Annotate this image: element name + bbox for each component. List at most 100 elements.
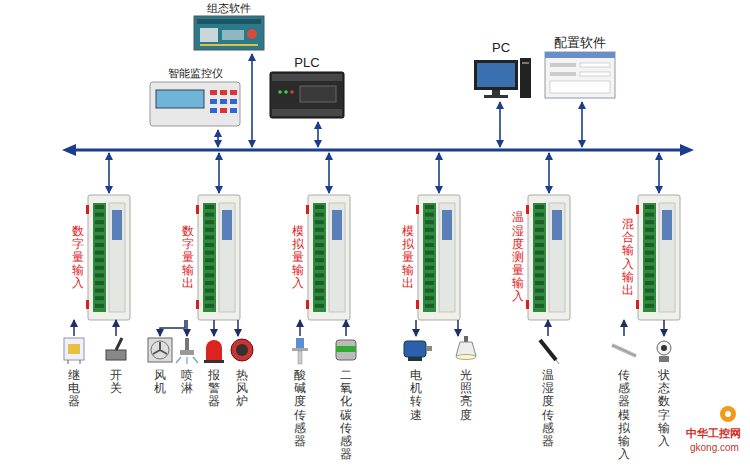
art-rect bbox=[535, 273, 544, 277]
art-rect bbox=[425, 205, 434, 209]
art-rect bbox=[194, 16, 264, 50]
art-rect bbox=[203, 203, 216, 312]
art-rect bbox=[404, 341, 426, 357]
ph-sensor-icon bbox=[292, 338, 308, 364]
art-rect bbox=[296, 338, 304, 348]
io-module-box: 温湿度测量输入 bbox=[511, 195, 570, 320]
art-ellipse bbox=[456, 355, 476, 360]
io-module-box: 数字量输出 bbox=[181, 195, 240, 320]
art-rect bbox=[535, 228, 544, 232]
art-rect bbox=[425, 258, 434, 262]
art-rect bbox=[222, 30, 244, 40]
art-line bbox=[548, 153, 550, 193]
device-box: 智能监控仪 bbox=[148, 66, 242, 128]
art-rect bbox=[300, 86, 336, 102]
io-module bbox=[636, 195, 680, 320]
art-rect bbox=[196, 205, 199, 214]
art-rect bbox=[205, 228, 214, 232]
signal-arrow bbox=[415, 320, 417, 336]
art-rect bbox=[418, 195, 460, 320]
art-rect bbox=[315, 266, 324, 270]
art-rect bbox=[332, 210, 342, 240]
art-circle bbox=[278, 90, 282, 94]
device-label: 配置软件 bbox=[554, 34, 606, 52]
art-rect bbox=[645, 296, 654, 300]
art-rect bbox=[535, 258, 544, 262]
field-device: 风机 bbox=[147, 336, 173, 397]
th-sensor-icon bbox=[540, 340, 559, 364]
art-rect bbox=[205, 281, 214, 285]
art-rect bbox=[550, 72, 576, 76]
art-rect bbox=[535, 220, 544, 224]
art-rect bbox=[425, 304, 434, 308]
art-rect bbox=[230, 90, 237, 95]
art-rect bbox=[645, 213, 654, 217]
art-rect bbox=[210, 99, 217, 104]
signal-arrow bbox=[345, 320, 347, 336]
art-line bbox=[540, 340, 556, 360]
art-path bbox=[176, 357, 198, 364]
signal-arrow bbox=[73, 320, 75, 336]
art-rect bbox=[298, 351, 302, 364]
art-rect bbox=[549, 203, 565, 312]
art-rect bbox=[95, 273, 104, 277]
art-rect bbox=[112, 210, 122, 240]
field-device: 酸碱度传感器 bbox=[287, 336, 313, 450]
bus bbox=[62, 144, 694, 156]
alarm-icon bbox=[204, 340, 224, 363]
art-rect bbox=[220, 90, 227, 95]
art-rect bbox=[95, 205, 104, 209]
art-rect bbox=[200, 28, 218, 42]
art-rect bbox=[535, 251, 544, 255]
art-rect bbox=[315, 281, 324, 285]
art-line bbox=[200, 44, 258, 46]
art-rect bbox=[329, 203, 345, 312]
art-rect bbox=[423, 203, 436, 312]
art-rect bbox=[545, 52, 615, 58]
art-line bbox=[317, 122, 319, 147]
art-rect bbox=[196, 300, 199, 309]
art-rect bbox=[313, 203, 326, 312]
art-rect bbox=[205, 266, 214, 270]
device-box: 配置软件 bbox=[543, 34, 617, 100]
art-rect bbox=[219, 203, 235, 312]
art-line bbox=[72, 149, 684, 152]
art-rect bbox=[535, 235, 544, 239]
signal-arrow bbox=[547, 320, 549, 336]
art-rect bbox=[205, 220, 214, 224]
art-rect bbox=[535, 266, 544, 270]
art-circle bbox=[151, 341, 169, 359]
art-line bbox=[612, 345, 636, 356]
art-line bbox=[438, 153, 440, 193]
art-rect bbox=[638, 195, 680, 320]
io-module bbox=[526, 195, 570, 320]
art-rect bbox=[645, 304, 654, 308]
art-rect bbox=[222, 210, 232, 240]
art-rect bbox=[86, 205, 89, 214]
art-circle bbox=[290, 90, 294, 94]
device-label: PLC bbox=[294, 55, 319, 70]
io-modules bbox=[86, 195, 680, 320]
module-label: 模拟量输入 bbox=[292, 225, 304, 291]
art-rect bbox=[645, 205, 654, 209]
device-box: PC bbox=[470, 40, 532, 100]
art-rect bbox=[408, 357, 422, 361]
signal-arrow bbox=[299, 320, 301, 336]
plc-unit bbox=[270, 72, 344, 118]
art-rect bbox=[205, 304, 214, 308]
art-rect bbox=[416, 300, 419, 309]
art-line bbox=[251, 54, 253, 147]
art-rect bbox=[272, 74, 342, 81]
pc-computer bbox=[474, 58, 531, 98]
device-label: 酸碱度传感器 bbox=[294, 369, 306, 448]
signal-arrow bbox=[457, 320, 459, 336]
signal-arrow bbox=[213, 320, 215, 336]
art-rect bbox=[526, 205, 529, 214]
fan-icon bbox=[148, 338, 172, 362]
art-rect bbox=[210, 108, 217, 113]
art-rect bbox=[425, 281, 434, 285]
device-label: 组态软件 bbox=[207, 1, 251, 16]
io-module-box: 数字量输入 bbox=[71, 195, 130, 320]
art-rect bbox=[425, 296, 434, 300]
art-rect bbox=[270, 72, 344, 118]
